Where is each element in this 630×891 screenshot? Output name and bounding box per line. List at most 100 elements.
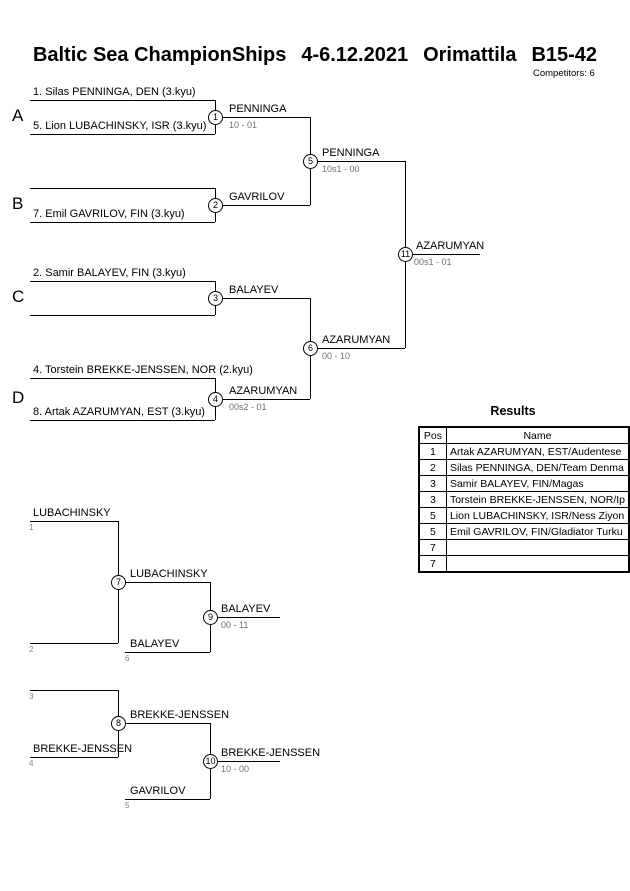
results-name	[445, 539, 630, 556]
slot-label-azarumyan: 8. Artak AZARUMYAN, EST (3.kyu)	[33, 406, 205, 418]
match-1-score: 10 - 01	[229, 120, 258, 130]
results-pos: 5	[418, 523, 447, 540]
match-7-number-badge: 7	[111, 575, 126, 590]
match-1-number-badge: 1	[208, 110, 223, 125]
results-col-pos: Pos	[418, 426, 447, 444]
results-name: Samir BALAYEV, FIN/Magas	[445, 475, 630, 492]
results-row: 1 Artak AZARUMYAN, EST/Audentese	[418, 443, 630, 460]
repechage2-gavrilov-label: GAVRILOV	[130, 785, 186, 797]
competitors-count: Competitors: 6	[533, 68, 595, 79]
pool-label-c: C	[12, 287, 25, 306]
slot-label-penninga: 1. Silas PENNINGA, DEN (3.kyu)	[33, 86, 196, 98]
match-2-winner-label: GAVRILOV	[229, 191, 285, 203]
results-name: Emil GAVRILOV, FIN/Gladiator Turku	[445, 523, 630, 540]
results-col-name: Name	[445, 426, 630, 444]
results-name: Silas PENNINGA, DEN/Team Denma	[445, 459, 630, 476]
match-3-number-badge: 3	[208, 291, 223, 306]
slot-line-gavrilov	[30, 222, 215, 223]
slot-label-lubachinsky: 5. Lion LUBACHINSKY, ISR (3.kyu)	[33, 120, 207, 132]
results-pos: 7	[418, 539, 447, 556]
slot-label-gavrilov: 7. Emil GAVRILOV, FIN (3.kyu)	[33, 208, 185, 220]
results-table: Pos Name 1 Artak AZARUMYAN, EST/Audentes…	[418, 426, 630, 573]
repechage1-top-seed: 1	[29, 523, 34, 532]
results-row: 7	[418, 555, 630, 573]
results-title: Results	[490, 404, 536, 418]
match-4-score: 00s2 - 01	[229, 402, 267, 412]
results-row: 5 Lion LUBACHINSKY, ISR/Ness Ziyon	[418, 507, 630, 524]
results-pos: 5	[418, 507, 447, 524]
title-event: Baltic Sea ChampionShips	[32, 44, 287, 66]
title-location: Orimattila	[423, 44, 517, 66]
match-6-winner-label: AZARUMYAN	[322, 334, 391, 346]
match-9-score: 00 - 11	[221, 620, 249, 630]
match-10-winner-line	[210, 761, 280, 762]
repechage2-bottom-line	[30, 757, 118, 758]
match-9-winner-line	[210, 617, 280, 618]
repechage1-balayev-label: BALAYEV	[130, 638, 180, 650]
match-4-winner-line	[215, 399, 310, 400]
results-row: 3 Samir BALAYEV, FIN/Magas	[418, 475, 630, 492]
repechage2-top-line	[30, 690, 118, 691]
match-5-winner-line	[310, 161, 405, 162]
page-title: Baltic Sea ChampionShips 4-6.12.2021 Ori…	[0, 44, 630, 67]
repechage2-top-seed: 3	[29, 692, 34, 701]
match-8-winner-label: BREKKE-JENSSEN	[130, 709, 230, 721]
results-pos: 1	[418, 443, 447, 460]
slot-line-bye-b	[30, 188, 215, 189]
match-1-winner-label: PENNINGA	[229, 103, 287, 115]
slot-line-bye-c	[30, 315, 215, 316]
pool-label-d: D	[12, 388, 25, 407]
slot-line-azarumyan	[30, 420, 215, 421]
repechage2-gavrilov-seed: 5	[125, 801, 130, 810]
match-11-score: 00s1 - 01	[414, 257, 452, 267]
match-3-winner-label: BALAYEV	[229, 284, 279, 296]
match-8-winner-line	[118, 723, 210, 724]
match-6-winner-line	[310, 348, 405, 349]
results-row: 2 Silas PENNINGA, DEN/Team Denma	[418, 459, 630, 476]
results-name: Artak AZARUMYAN, EST/Audentese	[445, 443, 630, 460]
match-11-number-badge: 11	[398, 247, 413, 262]
pool-label-a: A	[12, 106, 24, 125]
results-row: 5 Emil GAVRILOV, FIN/Gladiator Turku	[418, 523, 630, 540]
results-pos: 3	[418, 491, 447, 508]
match-7-winner-line	[118, 582, 210, 583]
match-11-winner-line	[405, 254, 480, 255]
repechage1-bottom-line	[30, 643, 118, 644]
match-11-winner-label: AZARUMYAN	[416, 240, 485, 252]
title-dates: 4-6.12.2021	[301, 44, 409, 66]
repechage2-gavrilov-line	[125, 799, 210, 800]
match-7-winner-label: LUBACHINSKY	[130, 568, 208, 580]
repechage1-top-line	[30, 521, 118, 522]
slot-line-lubachinsky	[30, 134, 215, 135]
match-1-winner-line	[215, 117, 310, 118]
repechage1-top-label: LUBACHINSKY	[33, 507, 111, 519]
match-5-winner-label: PENNINGA	[322, 147, 380, 159]
match-5-number-badge: 5	[303, 154, 318, 169]
repechage1-balayev-line	[125, 652, 210, 653]
match-10-score: 10 - 00	[221, 764, 250, 774]
results-row: 7	[418, 539, 630, 556]
slot-line-brekke-jenssen	[30, 378, 215, 379]
slot-label-brekke-jenssen: 4. Torstein BREKKE-JENSSEN, NOR (2.kyu)	[33, 364, 253, 376]
match-2-winner-line	[215, 205, 310, 206]
results-pos: 3	[418, 475, 447, 492]
results-name: Lion LUBACHINSKY, ISR/Ness Ziyon	[445, 507, 630, 524]
pool-label-b: B	[12, 194, 24, 213]
match-6-score: 00 - 10	[322, 351, 351, 361]
repechage1-bottom-seed: 2	[29, 645, 34, 654]
results-pos: 7	[418, 555, 447, 573]
match-10-winner-label: BREKKE-JENSSEN	[221, 747, 321, 759]
match-3-winner-line	[215, 298, 310, 299]
repechage2-bottom-seed: 4	[29, 759, 34, 768]
match-9-number-badge: 9	[203, 610, 218, 625]
results-row: 3 Torstein BREKKE-JENSSEN, NOR/Ip	[418, 491, 630, 508]
match-8-number-badge: 8	[111, 716, 126, 731]
title-category: B15-42	[531, 44, 598, 66]
slot-line-penninga	[30, 100, 215, 101]
match-5-score: 10s1 - 00	[322, 164, 360, 174]
results-pos: 2	[418, 459, 447, 476]
repechage1-balayev-seed: 6	[125, 654, 130, 663]
match-4-winner-label: AZARUMYAN	[229, 385, 298, 397]
results-name: Torstein BREKKE-JENSSEN, NOR/Ip	[445, 491, 630, 508]
